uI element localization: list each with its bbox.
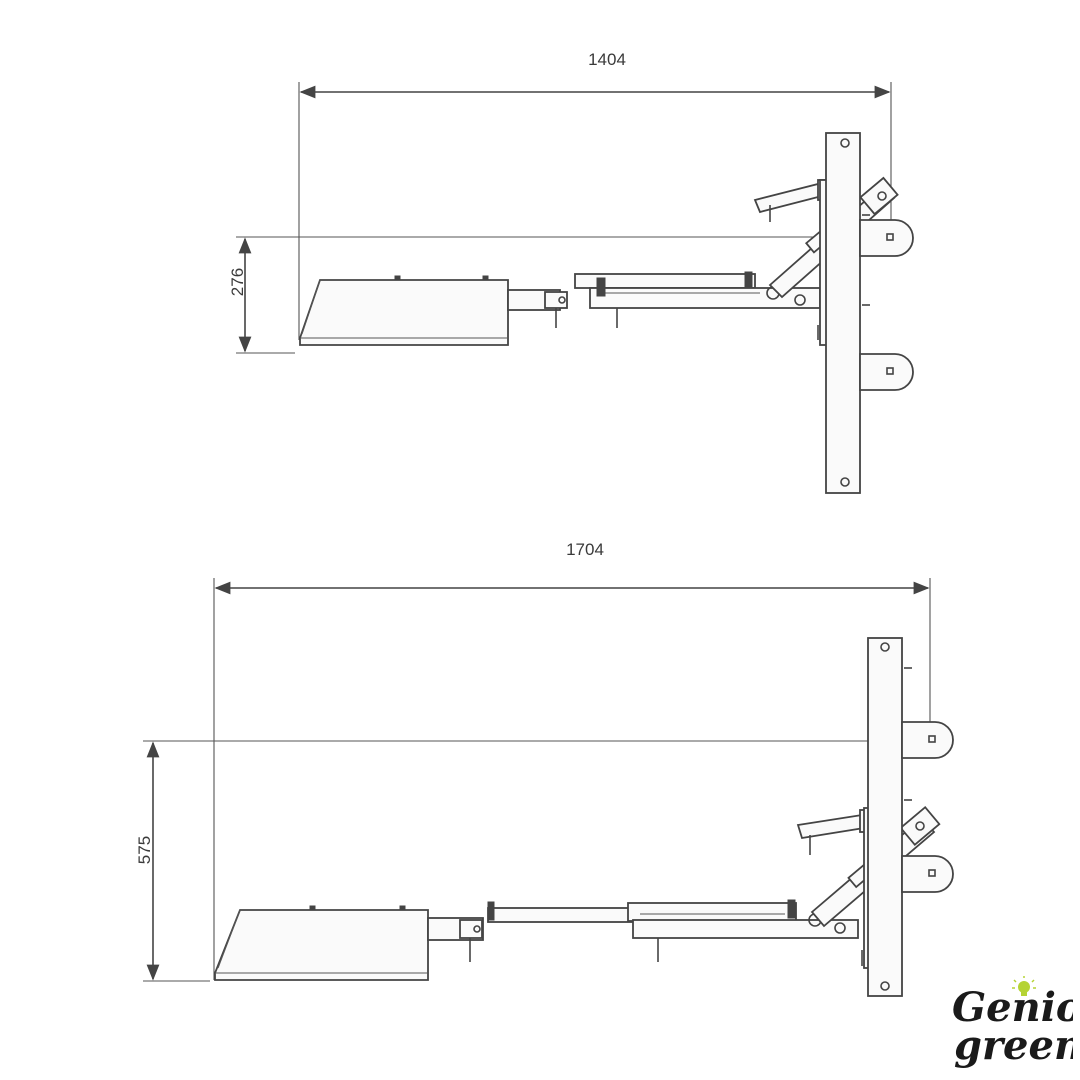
bottom-lamp-reflector xyxy=(214,905,429,981)
top-width-label: 1404 xyxy=(588,50,626,69)
top-height-label: 276 xyxy=(228,268,247,296)
top-height-dimension: 276 xyxy=(228,236,870,354)
genio-green-logo: Genio green xyxy=(952,976,1073,1069)
top-width-dimension: 1404 xyxy=(298,50,892,340)
top-drawing: 1404 276 xyxy=(228,50,914,494)
bottom-mount-tabs xyxy=(901,721,954,893)
bottom-drawing: 1704 575 xyxy=(135,540,954,997)
lightbulb-icon xyxy=(1012,976,1036,996)
top-connector xyxy=(507,289,568,328)
logo-line2: green xyxy=(954,1022,1073,1069)
bottom-height-label: 575 xyxy=(135,836,154,864)
top-vertical-post xyxy=(825,132,870,494)
logo-line1: Genio xyxy=(952,984,1073,1031)
bottom-connector xyxy=(427,917,484,962)
bottom-telescopic-arm xyxy=(487,899,859,962)
top-mount-tabs xyxy=(859,219,914,391)
bottom-bracket-handle xyxy=(796,809,875,855)
bottom-vertical-post xyxy=(867,637,912,997)
top-lamp-reflector xyxy=(299,275,509,346)
bottom-width-dimension: 1704 xyxy=(213,540,931,980)
bottom-width-label: 1704 xyxy=(566,540,604,559)
bottom-height-dimension: 575 xyxy=(135,740,905,982)
